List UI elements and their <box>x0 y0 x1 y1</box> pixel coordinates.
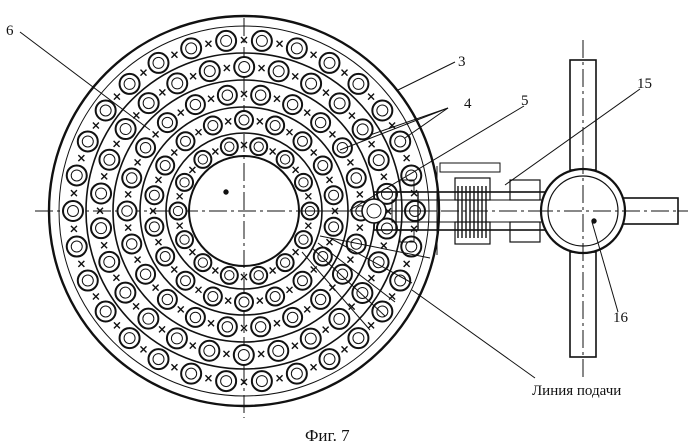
nest <box>78 123 99 152</box>
nest <box>190 341 220 361</box>
nest <box>178 306 205 327</box>
nest <box>145 177 163 204</box>
nest <box>118 191 137 220</box>
nest <box>156 150 177 175</box>
nest <box>225 293 253 311</box>
nest <box>287 38 317 58</box>
nest <box>293 132 316 155</box>
nest <box>122 159 141 187</box>
nest <box>347 169 366 198</box>
nest <box>99 141 119 170</box>
nest <box>369 150 389 180</box>
nest <box>401 237 421 267</box>
nest <box>241 267 267 284</box>
nest <box>368 252 388 281</box>
nest <box>250 138 275 155</box>
nest <box>241 317 270 336</box>
nest <box>325 218 343 245</box>
nest <box>140 346 168 369</box>
label-5: 5 <box>521 93 529 109</box>
nest <box>234 57 264 77</box>
label-6: 6 <box>6 23 14 39</box>
nest <box>269 61 299 81</box>
nest <box>223 345 253 365</box>
nest <box>301 74 329 96</box>
label-3: 3 <box>458 54 466 70</box>
nest <box>171 364 201 384</box>
nest <box>314 157 333 183</box>
figure-caption: Фиг. 7 <box>305 426 350 445</box>
nest <box>200 61 230 81</box>
nest <box>349 283 373 310</box>
nest <box>63 190 83 221</box>
nest <box>99 242 119 272</box>
nest <box>389 271 410 300</box>
nest <box>122 225 141 254</box>
nest <box>204 116 231 134</box>
feed-wheel <box>535 40 688 380</box>
nest <box>196 287 222 306</box>
nest <box>368 302 392 329</box>
nest <box>257 288 284 306</box>
label-15: 15 <box>637 76 652 92</box>
nest <box>293 231 312 255</box>
feed-line-label: Линия подачи <box>532 383 621 399</box>
nest <box>186 95 214 114</box>
nest <box>283 95 310 116</box>
label-4: 4 <box>464 96 472 112</box>
nest <box>325 186 343 214</box>
nest <box>171 266 194 289</box>
nest <box>67 226 87 257</box>
nest <box>136 131 159 157</box>
nest <box>241 371 272 391</box>
nest <box>205 371 236 391</box>
nest <box>91 173 111 203</box>
nest <box>170 193 187 219</box>
nest <box>274 308 302 327</box>
nest <box>258 341 288 361</box>
nest <box>155 239 174 265</box>
nest <box>116 112 140 139</box>
nest <box>221 138 247 155</box>
nest <box>216 31 247 51</box>
nest <box>181 38 211 58</box>
nest <box>277 364 307 384</box>
label-16: 16 <box>613 310 629 326</box>
nest <box>235 111 263 129</box>
nest <box>177 129 202 150</box>
nest <box>252 31 283 51</box>
nest <box>91 208 111 238</box>
nest <box>67 155 87 185</box>
nest <box>320 53 348 76</box>
nest <box>302 203 319 229</box>
nest <box>208 317 237 336</box>
nest <box>159 326 187 348</box>
nest <box>212 267 237 284</box>
nest <box>266 116 292 135</box>
nest <box>145 208 163 236</box>
nest <box>377 219 397 249</box>
nest <box>218 86 247 105</box>
nest <box>405 201 425 232</box>
nest <box>287 272 312 293</box>
nest <box>251 86 280 105</box>
nest <box>176 167 195 191</box>
